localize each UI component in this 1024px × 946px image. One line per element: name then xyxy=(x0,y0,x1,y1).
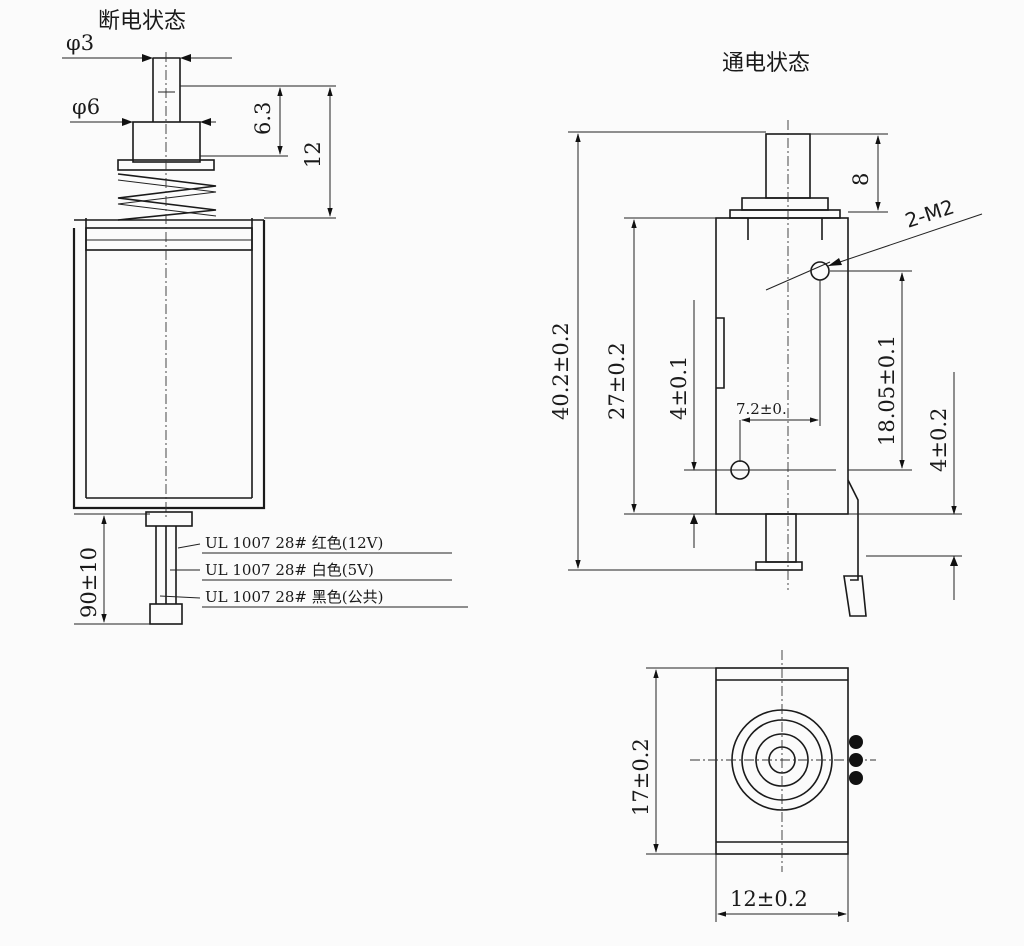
dim-end-height: 17±0.2 xyxy=(629,667,716,855)
dim-body: 27±0.2 xyxy=(605,217,716,515)
wire-terminals xyxy=(849,735,863,785)
solenoid-frame xyxy=(72,218,266,510)
dim-12: 12 xyxy=(301,87,333,217)
dim-holes: 2-M2 xyxy=(765,195,983,291)
lead-wires xyxy=(145,511,201,625)
dim-4-right: 4±0.2 xyxy=(848,372,962,600)
dim-end-width-label: 12±0.2 xyxy=(730,887,808,911)
dim-4-right-label: 4±0.2 xyxy=(927,408,951,472)
dim-lead-length: 90±10 xyxy=(74,513,150,625)
on-state-title: 通电状态 xyxy=(722,51,810,76)
on-state-view: 通电状态 8 xyxy=(549,51,983,617)
dim-body-label: 27±0.2 xyxy=(605,342,629,420)
end-view: 17±0.2 12±0.2 xyxy=(629,650,876,922)
mount-hole-top xyxy=(810,261,830,281)
off-state-view: 断电状态 xyxy=(62,9,468,625)
dim-phi6-label: φ6 xyxy=(72,95,100,119)
dim-12-label: 12 xyxy=(301,141,325,168)
dim-8: 8 xyxy=(810,133,888,213)
on-bottom-plunger xyxy=(755,479,867,617)
dim-7-2: 7.2±0. xyxy=(736,280,821,462)
wire-label-white: UL 1007 28# 白色(5V) xyxy=(205,561,374,579)
return-spring xyxy=(117,173,217,221)
dim-7-2-label: 7.2±0. xyxy=(736,400,787,418)
dim-4-left-label: 4±0.1 xyxy=(667,356,691,420)
dim-phi6: φ6 xyxy=(70,95,216,126)
dim-overall-label: 40.2±0.2 xyxy=(549,322,573,420)
dim-6-3-label: 6.3 xyxy=(251,102,275,135)
dim-end-width: 12±0.2 xyxy=(715,854,849,922)
dim-4-left: 4±0.1 xyxy=(667,300,730,548)
wire-labels: UL 1007 28# 红色(12V) UL 1007 28# 白色(5V) U… xyxy=(202,534,468,608)
dim-phi3: φ3 xyxy=(62,31,232,62)
wire-label-red: UL 1007 28# 红色(12V) xyxy=(205,534,383,552)
dim-8-label: 8 xyxy=(849,173,873,186)
dim-lead-length-label: 90±10 xyxy=(77,547,101,618)
dim-phi3-label: φ3 xyxy=(66,31,94,55)
dim-holes-label: 2-M2 xyxy=(902,195,957,233)
dim-6-3: 6.3 xyxy=(251,87,283,155)
dim-18-05: 18.05±0.1 xyxy=(830,270,912,471)
on-plunger xyxy=(729,133,841,219)
dim-end-height-label: 17±0.2 xyxy=(629,738,653,816)
dim-18-05-label: 18.05±0.1 xyxy=(875,335,899,446)
plunger-rod xyxy=(152,57,181,122)
off-state-title: 断电状态 xyxy=(98,9,186,34)
wire-label-black: UL 1007 28# 黑色(公共) xyxy=(205,588,383,606)
dim-overall: 40.2±0.2 xyxy=(549,131,766,571)
